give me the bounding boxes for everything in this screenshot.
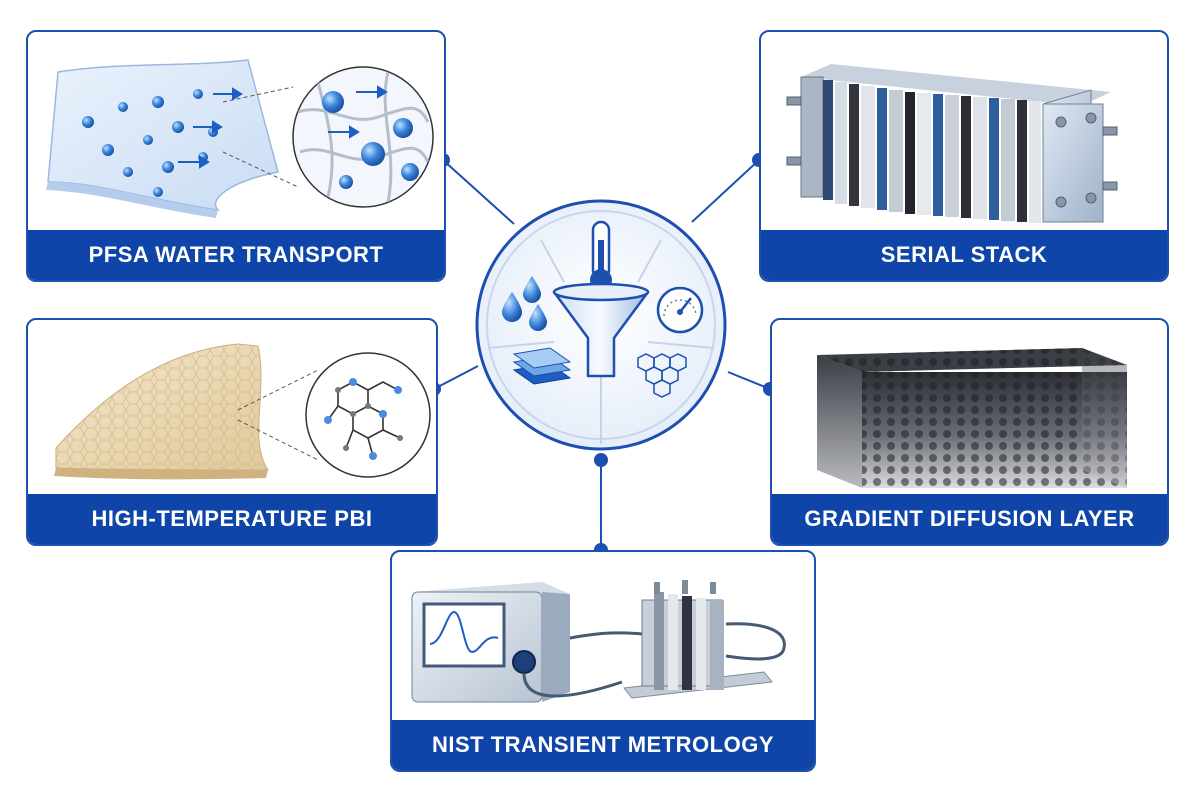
panel-nist-transient-metrology: NIST TRANSIENT METROLOGY xyxy=(390,550,816,772)
panel-label: PFSA WATER TRANSPORT xyxy=(28,230,444,280)
panel-label: NIST TRANSIENT METROLOGY xyxy=(392,720,814,770)
water-drops-icon xyxy=(502,276,547,331)
panel-label: SERIAL STACK xyxy=(761,230,1167,280)
panel-gradient-diffusion-layer: GRADIENT DIFFUSION LAYER xyxy=(770,318,1169,546)
central-hub xyxy=(475,199,727,451)
gauge-icon xyxy=(656,286,704,334)
panel-label: GRADIENT DIFFUSION LAYER xyxy=(772,494,1167,544)
pfsa-membrane-illustration xyxy=(46,59,434,218)
pbi-membrane-illustration xyxy=(54,343,431,480)
porous-block-illustration xyxy=(817,348,1127,488)
test-station-illustration xyxy=(411,580,786,703)
panel-serial-stack: SERIAL STACK xyxy=(759,30,1169,282)
fuel-cell-stack-illustration xyxy=(786,64,1118,223)
panel-label: HIGH-TEMPERATURE PBI xyxy=(28,494,436,544)
connector-dot xyxy=(594,453,608,467)
panel-high-temperature-pbi: HIGH-TEMPERATURE PBI xyxy=(26,318,438,546)
hexagon-lattice-icon xyxy=(637,353,687,398)
panel-pfsa-water-transport: PFSA WATER TRANSPORT xyxy=(26,30,446,282)
membrane-layers-icon xyxy=(512,347,572,385)
thermometer-icon xyxy=(590,220,612,291)
funnel-icon xyxy=(552,282,650,378)
